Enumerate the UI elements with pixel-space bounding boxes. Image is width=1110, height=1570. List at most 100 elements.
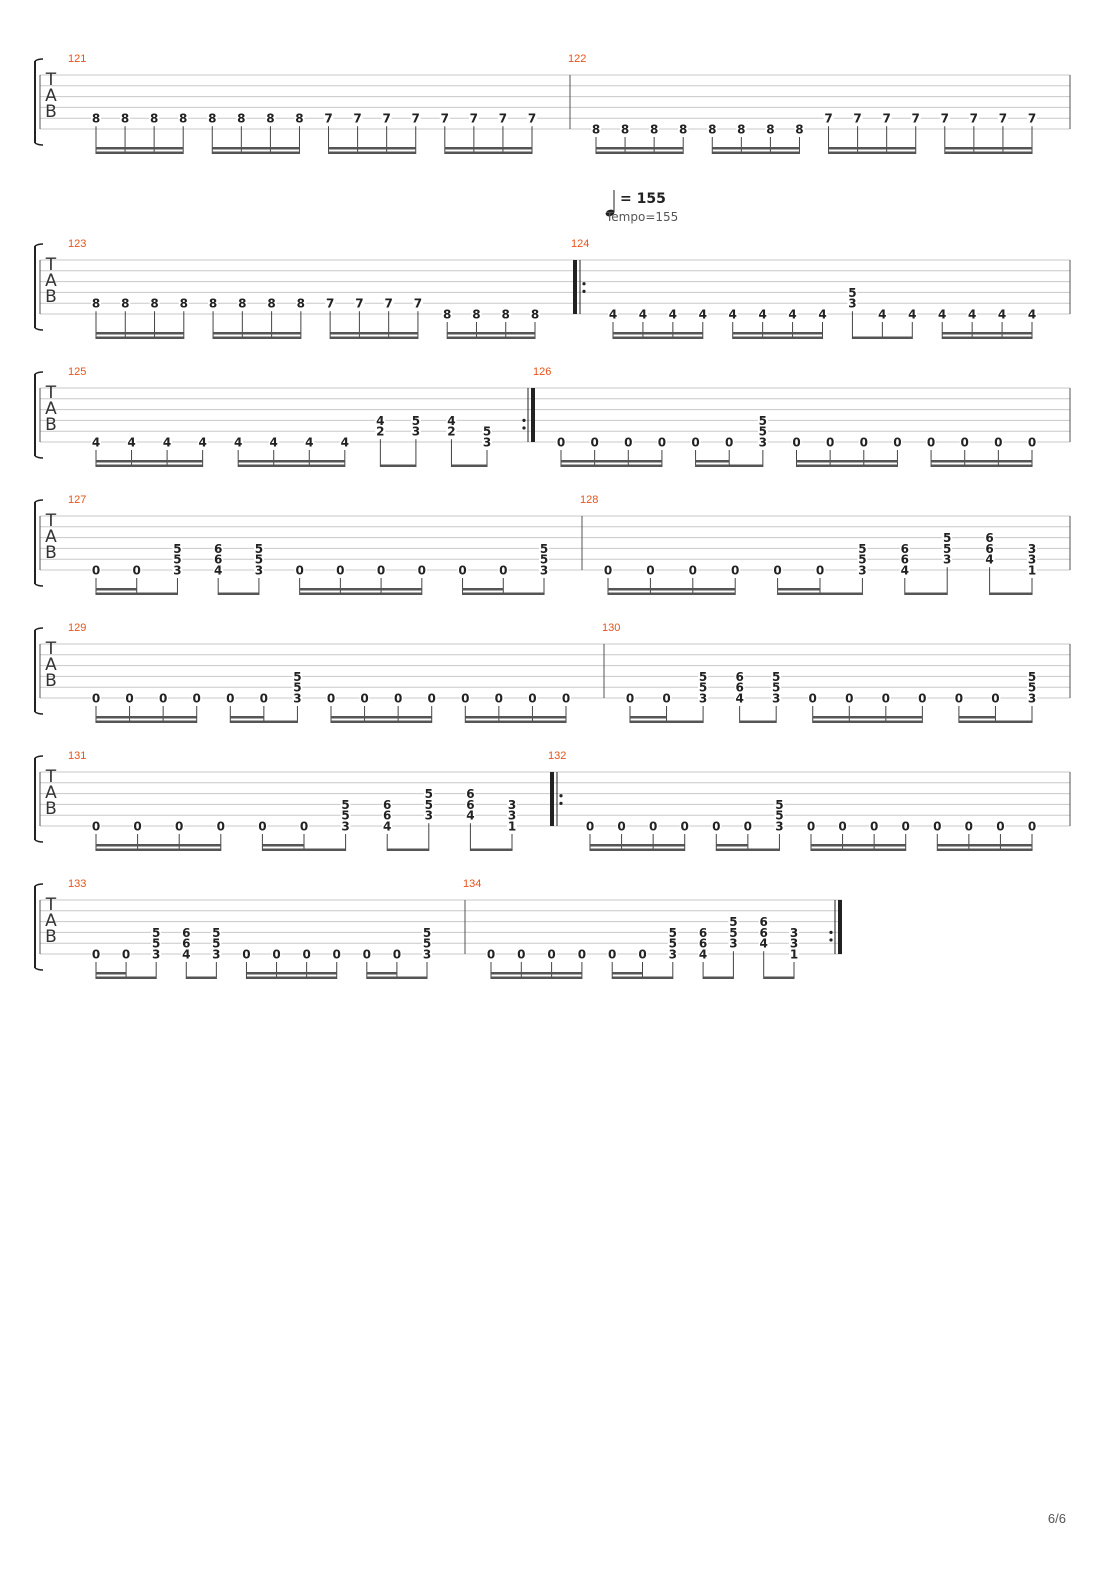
- fret-mask: [213, 542, 224, 554]
- beam-secondary: [931, 460, 1032, 463]
- beat: 4: [268, 436, 279, 467]
- fret-mask: [181, 948, 192, 959]
- fret-mask: [359, 692, 370, 703]
- fret-mask: [678, 123, 689, 134]
- fret-number: 8: [766, 123, 774, 137]
- fret-mask: [257, 820, 268, 831]
- fret-number: 3: [1028, 542, 1036, 556]
- beam-secondary: [596, 147, 684, 150]
- fret-number: 6: [383, 809, 391, 823]
- beam-secondary: [465, 716, 566, 719]
- fret-mask: [734, 670, 745, 682]
- beat: 0: [995, 820, 1006, 851]
- fret-number: 3: [412, 425, 420, 439]
- fret-mask: [527, 112, 537, 124]
- fret-mask: [253, 542, 264, 554]
- beam-secondary: [262, 844, 304, 847]
- fret-number: 0: [731, 564, 739, 578]
- fret-number: 0: [882, 692, 890, 706]
- fret-number: 0: [1028, 820, 1036, 834]
- beam: [712, 151, 800, 154]
- beam-secondary: [695, 460, 730, 463]
- fret-mask: [1027, 564, 1037, 575]
- fret-mask: [215, 820, 226, 831]
- fret-number: 5: [255, 542, 263, 556]
- fret-mask: [728, 926, 739, 938]
- fret-number: 8: [150, 297, 158, 311]
- beat: 0: [589, 436, 600, 467]
- fret-mask: [422, 937, 432, 949]
- fret-number: 5: [152, 926, 160, 940]
- fret-mask: [648, 820, 659, 831]
- fret-number: 8: [679, 123, 687, 137]
- fret-number: 7: [326, 297, 334, 311]
- beat: 8: [591, 123, 601, 154]
- beat: 4: [667, 308, 678, 339]
- beam-secondary: [732, 332, 823, 335]
- fret-mask: [727, 308, 738, 319]
- fret-mask: [497, 112, 508, 124]
- bracket-hook-top: [34, 755, 44, 759]
- beam: [470, 848, 512, 851]
- fret-number: 0: [965, 820, 973, 834]
- fret-number: 5: [759, 414, 767, 428]
- fret-mask: [734, 681, 745, 693]
- beat: 4: [937, 308, 948, 339]
- fret-number: 0: [590, 436, 598, 450]
- fret-number: 7: [353, 112, 361, 126]
- fret-number: 3: [508, 798, 516, 812]
- beat: 0: [258, 692, 269, 723]
- beat: 8: [707, 123, 718, 154]
- beat: 0: [690, 436, 701, 467]
- beam: [937, 848, 1032, 851]
- fret-number: 6: [699, 937, 707, 951]
- fret-number: 3: [423, 948, 431, 962]
- fret-number: 3: [772, 692, 780, 706]
- beam-secondary: [712, 147, 800, 150]
- fret-mask: [742, 820, 753, 831]
- fret-mask: [539, 564, 549, 575]
- beat: 0: [926, 436, 937, 467]
- beat: 0: [791, 436, 802, 467]
- fret-number: 7: [853, 112, 861, 126]
- beam: [380, 464, 416, 467]
- fret-mask: [381, 112, 392, 124]
- beam: [186, 976, 217, 979]
- fret-mask: [460, 692, 471, 703]
- fret-number: 0: [360, 692, 368, 706]
- fret-mask: [268, 436, 279, 447]
- fret-number: 0: [393, 948, 401, 962]
- beam: [796, 464, 898, 467]
- fret-number: 5: [858, 553, 866, 567]
- beam: [262, 848, 346, 851]
- beat: 0: [294, 564, 305, 595]
- fret-number: 0: [260, 692, 268, 706]
- fret-mask: [1027, 553, 1037, 565]
- beam-secondary: [608, 588, 736, 591]
- beam: [230, 720, 298, 723]
- beat: 664: [181, 926, 192, 979]
- fret-mask: [482, 425, 492, 437]
- beam: [732, 336, 823, 339]
- fret-number: 8: [472, 308, 480, 322]
- beat: 0: [585, 820, 595, 851]
- fret-mask: [734, 692, 745, 703]
- beat: 8: [794, 123, 805, 154]
- beat: 553: [771, 670, 782, 723]
- fret-number: 0: [487, 948, 495, 962]
- beam: [612, 976, 673, 979]
- fret-mask: [1027, 692, 1037, 703]
- beat: 0: [91, 948, 101, 979]
- fret-mask: [667, 937, 678, 949]
- beam-secondary: [444, 147, 532, 150]
- fret-number: 0: [807, 820, 815, 834]
- fret-mask: [959, 436, 970, 447]
- beat: 0: [301, 948, 312, 979]
- fret-number: 0: [122, 948, 130, 962]
- measure-number: 130: [602, 622, 620, 634]
- fret-mask: [91, 297, 101, 309]
- fret-number: 0: [336, 564, 344, 578]
- fret-mask: [910, 112, 921, 124]
